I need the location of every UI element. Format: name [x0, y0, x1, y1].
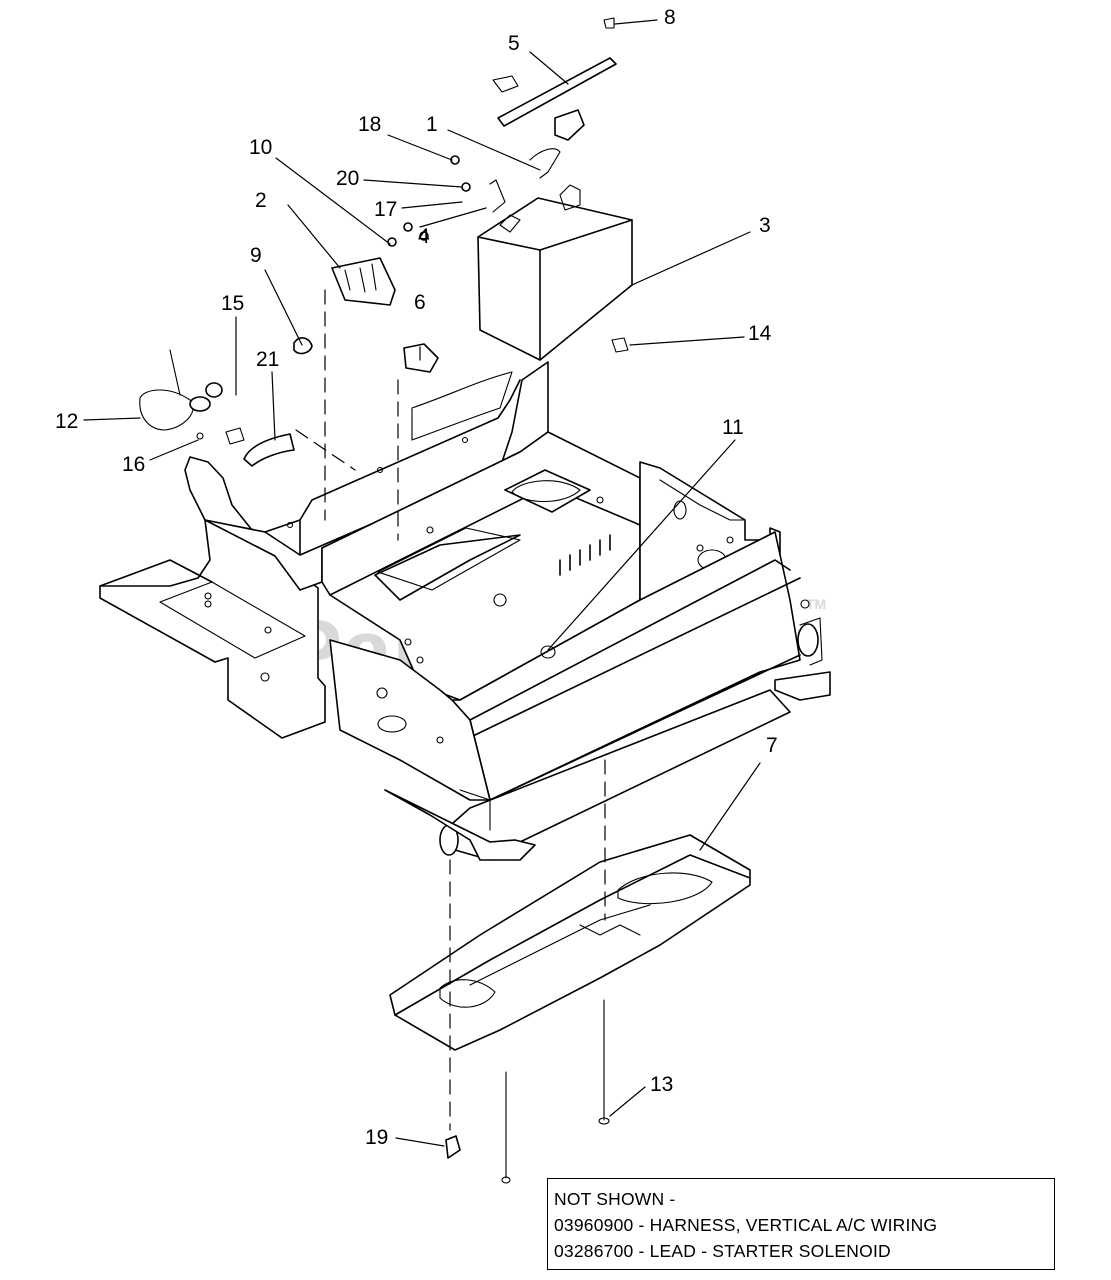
- callout-labels: 1 2 3 4 5 6 7 8 9 10 11 12 13 14 15 16 1…: [55, 6, 778, 1149]
- callout-14: 14: [748, 322, 772, 345]
- bottom-pan: [389, 834, 751, 1051]
- callout-17: 17: [374, 198, 397, 221]
- callout-9: 9: [250, 244, 262, 267]
- callout-10: 10: [249, 136, 272, 159]
- assembly-lines: [295, 289, 606, 1131]
- callout-8: 8: [664, 6, 676, 29]
- callout-21: 21: [256, 348, 279, 371]
- callout-11: 11: [722, 416, 744, 439]
- callout-5: 5: [508, 32, 520, 55]
- callout-15: 15: [221, 292, 244, 315]
- callout-3: 3: [759, 214, 771, 237]
- watermark-trademark: TM: [806, 596, 826, 612]
- callout-13: 13: [650, 1073, 673, 1096]
- main-frame: [99, 361, 831, 861]
- callout-6: 6: [414, 291, 426, 314]
- not-shown-note: NOT SHOWN - 03960900 - HARNESS, VERTICAL…: [547, 1178, 1055, 1270]
- callout-12: 12: [55, 410, 78, 433]
- callout-7: 7: [766, 734, 778, 757]
- leader-lines: [83, 19, 761, 1147]
- note-heading: NOT SHOWN -: [554, 1189, 676, 1209]
- callout-2: 2: [255, 189, 267, 212]
- callout-1: 1: [426, 113, 438, 136]
- battery-assembly: [477, 17, 633, 361]
- callout-4: 4: [418, 225, 430, 248]
- callout-20: 20: [336, 167, 359, 190]
- note-line-2: 03286700 - LEAD - STARTER SOLENOID: [554, 1241, 891, 1261]
- callout-18: 18: [358, 113, 381, 136]
- callout-16: 16: [122, 453, 145, 476]
- note-line-1: 03960900 - HARNESS, VERTICAL A/C WIRING: [554, 1215, 938, 1235]
- callout-19: 19: [365, 1126, 388, 1149]
